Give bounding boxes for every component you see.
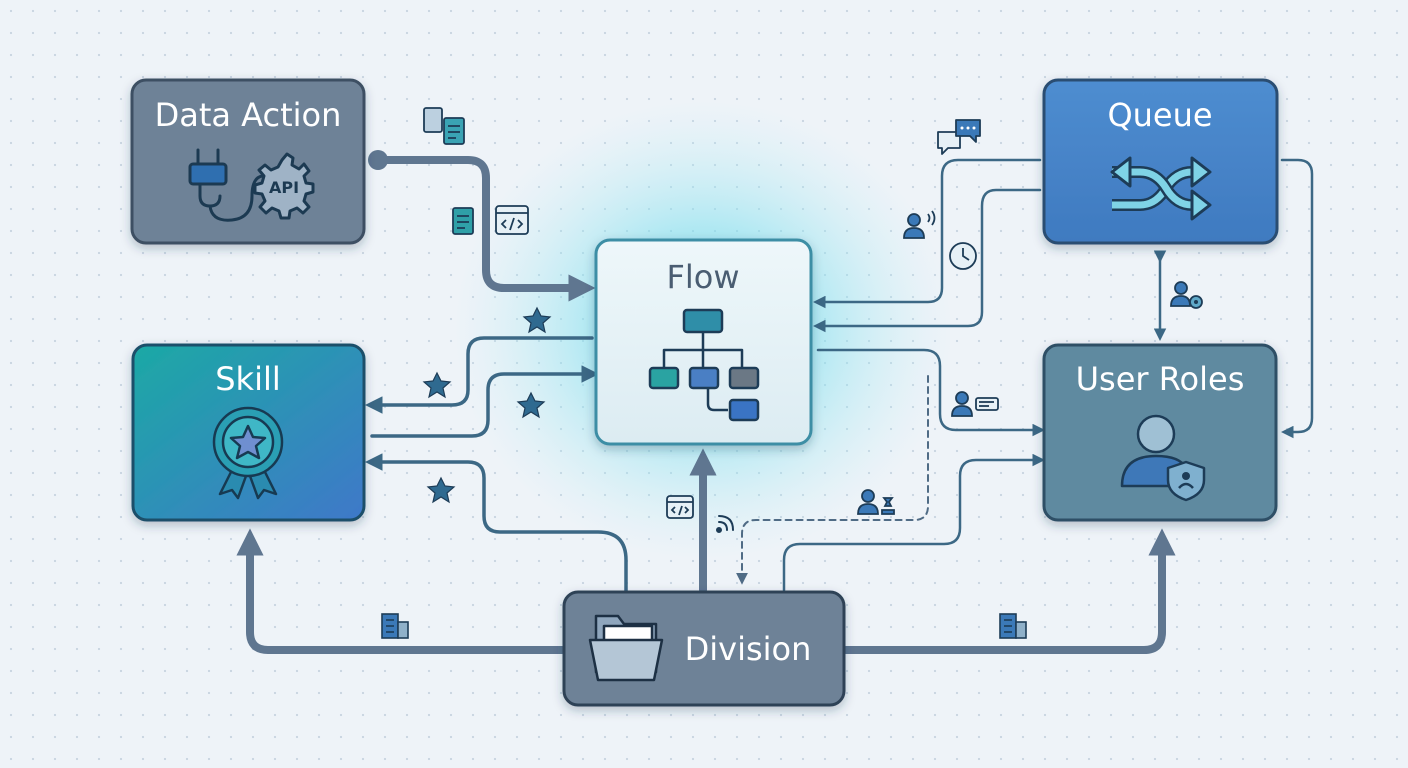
user-voice-icon [903,210,936,239]
code-window-icon-lower [666,495,694,519]
api-badge: API [269,178,299,197]
star-icon [422,371,452,399]
flowchart-icon [648,308,760,422]
link-flow-to-skill-upper [365,336,594,414]
user-card-icon [951,391,999,417]
document-icon [452,207,474,235]
clock-icon [949,242,977,270]
link-division-to-user-roles [842,528,1176,654]
star-icon [516,391,546,419]
link-flow-to-user-roles [816,348,1045,437]
node-queue[interactable] [1042,78,1279,245]
plug-api-icon [188,148,315,222]
chat-bubbles-icon [937,119,981,155]
user-pawn-icon [857,489,895,515]
code-window-icon [495,205,529,235]
link-skill-to-flow [370,365,599,438]
link-queue-to-user-roles-right [1280,158,1314,439]
shuffle-icon [1110,156,1212,221]
wifi-signal-icon [716,515,734,533]
award-ribbon-icon [212,406,284,500]
documents-icon [423,107,465,145]
node-flow-title: Flow [666,258,739,296]
node-user-roles-title: User Roles [1076,360,1245,398]
user-gear-icon [1170,281,1203,309]
node-skill-title: Skill [215,360,281,398]
link-data-action-to-flow [374,156,596,302]
link-queue-to-flow-outer [813,158,1042,309]
node-queue-title: Queue [1107,96,1212,134]
connectors [236,150,1314,654]
node-division-title: Division [685,630,812,668]
star-icon [426,476,456,504]
star-icon [522,306,552,334]
node-data-action-title: Data Action [155,96,342,134]
folder-icon [588,614,664,682]
link-division-to-skill-lower [365,453,628,594]
user-shield-icon [1120,414,1206,502]
link-division-to-user-roles-thin [782,453,1045,592]
link-division-to-skill [236,528,566,654]
link-queue-to-flow-inner [813,188,1042,333]
link-dashed-to-division [736,375,929,585]
building-icon [999,613,1027,639]
building-icon [381,613,409,639]
